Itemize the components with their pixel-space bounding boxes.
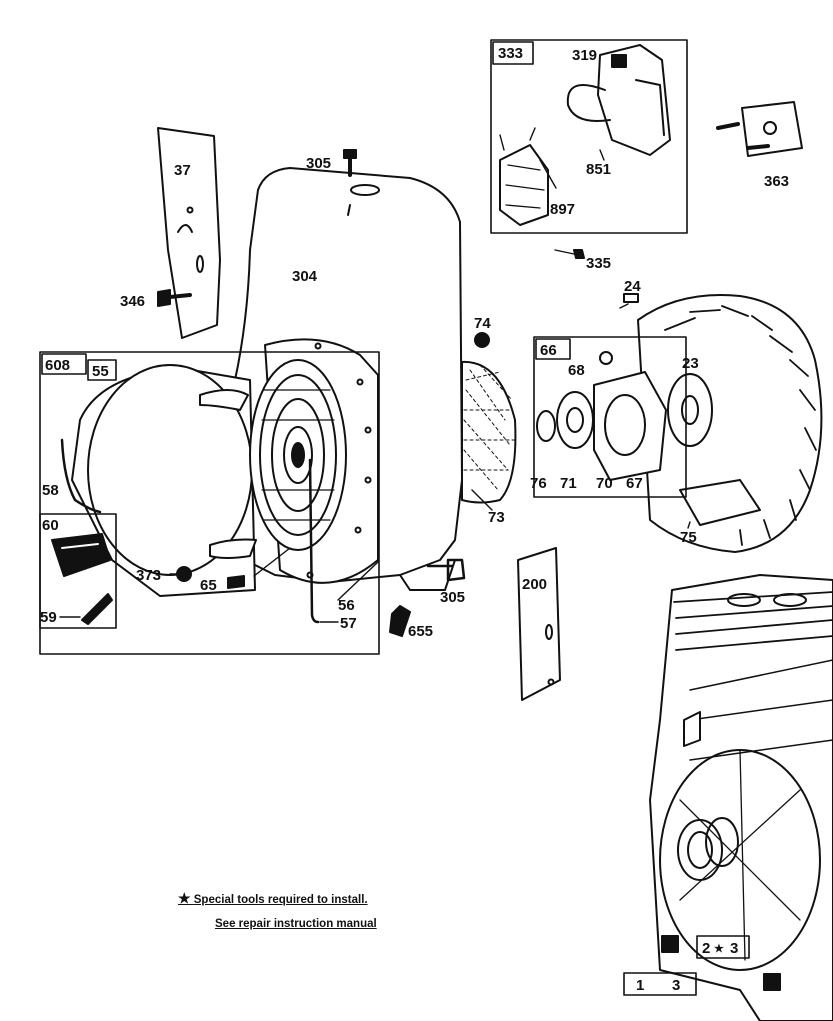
label-373: 373 bbox=[136, 567, 161, 584]
bracket-363 bbox=[716, 101, 803, 157]
label-55: 55 bbox=[92, 363, 109, 380]
armature-319 bbox=[566, 44, 671, 156]
fan-retainer-75 bbox=[679, 479, 761, 526]
label-57: 57 bbox=[340, 615, 357, 632]
star-icon: ★ bbox=[178, 890, 191, 906]
label-76: 76 bbox=[530, 475, 547, 492]
label-star-small: ★ bbox=[714, 943, 724, 955]
nut-74 bbox=[474, 332, 490, 348]
label-59: 59 bbox=[40, 609, 57, 626]
note-line-1: Special tools required to install. bbox=[193, 894, 368, 906]
label-363: 363 bbox=[764, 173, 789, 190]
clutch-assembly bbox=[536, 351, 667, 481]
label-66: 66 bbox=[540, 342, 557, 359]
label-box-66 bbox=[535, 338, 571, 360]
label-68: 68 bbox=[568, 362, 585, 379]
label-65: 65 bbox=[200, 577, 217, 594]
engine-block bbox=[649, 574, 833, 1021]
label-70: 70 bbox=[596, 475, 613, 492]
screw-305-top bbox=[343, 149, 357, 177]
label-box-1-3 bbox=[623, 972, 697, 996]
label-24: 24 bbox=[624, 278, 641, 295]
condenser-897 bbox=[499, 127, 549, 226]
label-335: 335 bbox=[586, 255, 611, 272]
label-23: 23 bbox=[682, 355, 699, 372]
special-tools-note-2: See repair instruction manual bbox=[215, 918, 377, 930]
label-305-bottom: 305 bbox=[440, 589, 465, 606]
label-60: 60 bbox=[42, 517, 59, 534]
label-box-55 bbox=[87, 359, 117, 381]
handle-insert-59 bbox=[81, 593, 113, 625]
note-line-2: See repair instruction manual bbox=[215, 918, 377, 930]
label-58: 58 bbox=[42, 482, 59, 499]
rewind-starter-55 bbox=[71, 364, 257, 597]
label-74: 74 bbox=[474, 315, 491, 332]
ignition-kit-box-333 bbox=[490, 39, 688, 234]
label-box-608 bbox=[41, 353, 87, 375]
label-73: 73 bbox=[488, 509, 505, 526]
label-box-333 bbox=[492, 41, 534, 65]
key-24 bbox=[623, 293, 639, 303]
screw-346 bbox=[157, 289, 192, 307]
label-2: 2 bbox=[702, 940, 710, 957]
label-56: 56 bbox=[338, 597, 355, 614]
label-608: 608 bbox=[45, 357, 70, 374]
screw-65 bbox=[227, 575, 245, 589]
label-319: 319 bbox=[572, 47, 597, 64]
leader-lines bbox=[59, 149, 691, 623]
special-tools-note: ★ Special tools required to install. bbox=[178, 890, 368, 907]
label-67: 67 bbox=[626, 475, 643, 492]
label-851: 851 bbox=[586, 161, 611, 178]
label-333: 333 bbox=[498, 45, 523, 62]
label-3: 3 bbox=[730, 940, 738, 957]
label-box-2-3 bbox=[696, 935, 750, 959]
label-897: 897 bbox=[550, 201, 575, 218]
label-box-60 bbox=[39, 513, 117, 629]
screw-335 bbox=[573, 249, 585, 259]
clip-655 bbox=[389, 605, 411, 637]
rope-58 bbox=[60, 438, 102, 514]
rotating-screen-73 bbox=[461, 360, 517, 504]
baffle-200 bbox=[517, 547, 561, 701]
label-3b: 3 bbox=[672, 977, 680, 994]
starter-pulley-56 bbox=[249, 359, 347, 551]
label-71: 71 bbox=[560, 475, 577, 492]
label-304: 304 bbox=[292, 268, 318, 285]
label-37: 37 bbox=[174, 162, 191, 179]
label-200: 200 bbox=[522, 576, 547, 593]
label-655: 655 bbox=[408, 623, 433, 640]
clutch-kit-box-66 bbox=[533, 336, 687, 498]
label-305-top: 305 bbox=[306, 155, 331, 172]
starter-rope-57 bbox=[308, 458, 320, 624]
label-75: 75 bbox=[680, 529, 697, 546]
screw-305-bottom bbox=[426, 558, 466, 582]
nut-373 bbox=[176, 566, 192, 582]
label-346: 346 bbox=[120, 293, 145, 310]
guard-plate-37 bbox=[157, 127, 221, 339]
starter-handle-60 bbox=[51, 533, 111, 577]
flywheel bbox=[637, 294, 823, 553]
label-1: 1 bbox=[636, 977, 644, 994]
kit-box-608 bbox=[39, 351, 380, 655]
